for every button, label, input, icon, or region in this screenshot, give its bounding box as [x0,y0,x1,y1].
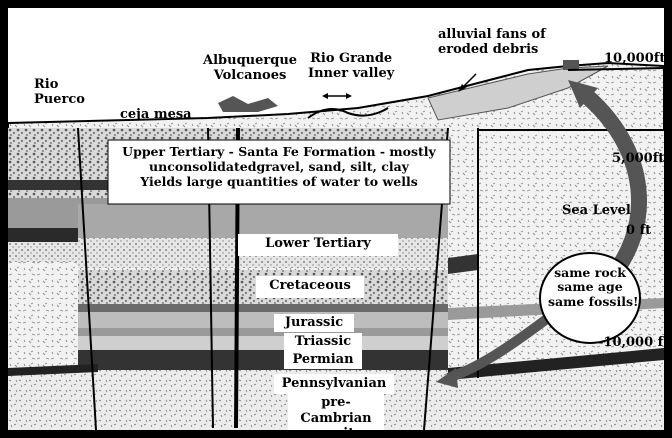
label-elev-10000: 10,000ft [604,52,664,67]
label-rio-grande: Rio Grande Inner valley [308,52,394,82]
label-sea-level: Sea Level [562,204,631,219]
formation-jurassic: Jurassic [274,315,354,331]
cross-section-canvas: Rio Puerco ceja mesa Albuquerque Volcano… [8,8,664,430]
label-elev-0: 0 ft [626,224,651,239]
peak-marker [563,60,579,70]
label-albuquerque-volcanoes: Albuquerque Volcanoes [203,54,297,84]
formation-pennsylvanian: Pennsylvanian [274,376,394,392]
callout-text: same rock same age same fossils! [548,266,632,309]
formation-triassic: Triassic [284,334,362,350]
label-elev-neg-10000: -10,000 ft [598,336,664,351]
label-alluvial-fans: alluvial fans of eroded debris [438,28,546,58]
formation-upper-tertiary: Upper Tertiary - Santa Fe Formation - mo… [110,144,448,189]
label-elev-5000: 5,000ft [612,152,664,167]
formation-lower-tertiary: Lower Tertiary [238,236,398,252]
formation-permian: Permian [284,352,362,368]
label-ceja-mesa: ceja mesa [120,108,192,123]
formation-precambrian: pre-Cambrian granite [288,395,384,430]
label-rio-puerco: Rio Puerco [34,78,85,108]
formation-cretaceous: Cretaceous [256,278,364,294]
